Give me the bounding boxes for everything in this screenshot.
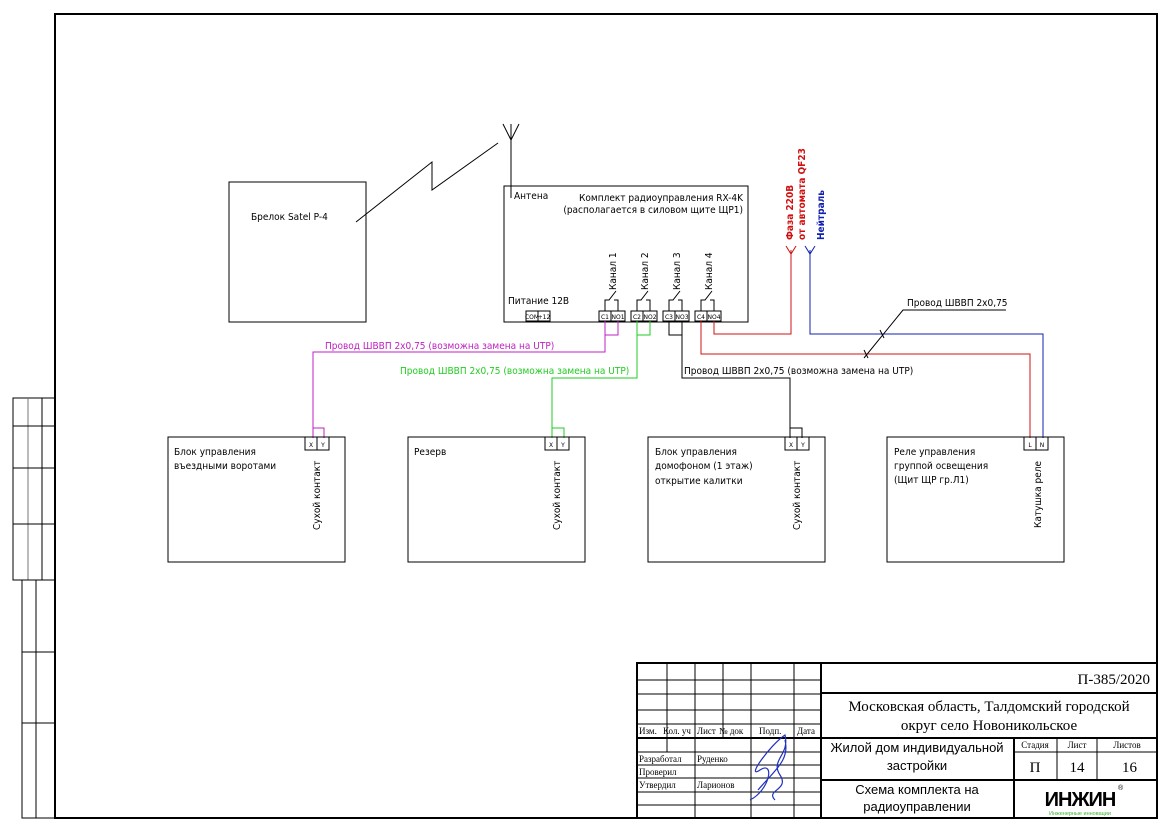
titleblock-sheets: 16 xyxy=(1122,760,1138,776)
channel-1-label: Канал 1 xyxy=(608,252,619,290)
dry-contact-label: Сухой контакт xyxy=(792,461,803,530)
wire-channel-4-label: Провод ШВВП 2х0,75 xyxy=(907,298,1008,309)
title-block: Изм. Кол. уч Лист № док Подп. Дата Разра… xyxy=(636,662,1158,819)
blocks-2-terminals-0: X xyxy=(789,442,793,449)
blocks-3-lines-0: Реле управления xyxy=(894,447,975,458)
blocks-3-terminals-0: L xyxy=(1028,442,1032,449)
block-reserve: X Y Резерв Сухой контакт xyxy=(407,436,586,563)
keyfob-label: Брелок Satel P-4 xyxy=(251,212,328,223)
titleblock-sheet: 14 xyxy=(1070,760,1086,776)
titleblock-object_line1: Жилой дом индивидуальной xyxy=(830,740,1003,755)
titleblock-object_line2: застройки xyxy=(887,758,947,773)
receiver-terminals-5: NO3 xyxy=(675,314,688,321)
titleblock-headers-4: Подп. xyxy=(759,726,781,736)
titleblock-logo-tagline: Инженерные инновации xyxy=(1049,811,1111,817)
titleblock-logo-reg: ® xyxy=(1118,784,1124,792)
blocks-2-terminals-1: Y xyxy=(800,442,805,449)
blocks-2-lines-2: открытие калитки xyxy=(655,476,743,487)
wire-channel-2-label: Провод ШВВП 2х0,75 (возможна замена на U… xyxy=(400,366,629,377)
antenna-icon xyxy=(502,123,520,198)
blocks-3-lines-1: группой освещения xyxy=(894,461,988,472)
receiver-terminals-0: C1 xyxy=(601,314,609,321)
titleblock-sheet_title_line1: Схема комплекта на xyxy=(855,782,979,797)
channel-2-label: Канал 2 xyxy=(640,252,651,290)
blocks-2-lines-0: Блок управления xyxy=(655,447,737,458)
titleblock-location_line2: округ село Новоникольское xyxy=(901,718,1078,734)
receiver-title: Комплект радиоуправления RX-4K xyxy=(579,193,744,204)
titleblock-headers-3: № док xyxy=(719,726,744,736)
receiver-power_terminals-0: COM xyxy=(525,314,539,321)
receiver-terminals-7: NO4 xyxy=(707,314,720,321)
blocks-0-lines-1: въездными воротами xyxy=(174,461,276,472)
relay-contacts xyxy=(604,290,715,311)
wire-channel-1 xyxy=(312,321,619,438)
document-code: П-385/2020 xyxy=(1078,672,1151,688)
receiver-terminals-4: C3 xyxy=(665,314,673,321)
titleblock-location_line1: Московская область, Талдомский городской xyxy=(848,699,1129,715)
receiver-terminals-6: C4 xyxy=(697,314,705,321)
blocks-1-terminals-1: Y xyxy=(560,442,565,449)
blocks-3-lines-2: (Щит ЩР гр.Л1) xyxy=(894,475,969,486)
power-terminals: COM +12 xyxy=(525,310,551,322)
blocks-1-lines-0: Резерв xyxy=(414,447,446,458)
blocks-0-terminals-1: Y xyxy=(320,442,325,449)
titleblock-roles-2-name: Ларионов xyxy=(697,780,734,790)
blocks-0-terminals-0: X xyxy=(309,442,313,449)
drawing-frame xyxy=(54,13,1158,819)
antenna-label: Антена xyxy=(514,191,548,202)
relay-coil-label: Катушка реле xyxy=(1033,461,1044,528)
wire-channel-3-label: Провод ШВВП 2х0,75 (возможна замена на U… xyxy=(684,366,913,377)
keyfob-block: Брелок Satel P-4 xyxy=(228,181,367,323)
blocks-3-terminals-1: N xyxy=(1040,442,1045,449)
receiver-terminals-2: C2 xyxy=(633,314,641,321)
neutral-label: Нейтраль xyxy=(816,190,827,240)
blocks-2-lines-1: домофоном (1 этаж) xyxy=(655,461,753,472)
phase-label-1: Фаза 220В xyxy=(785,185,796,240)
titleblock-logo-text: ИНЖИН xyxy=(1045,789,1116,811)
phase-label-2: от автомата QF23 xyxy=(797,148,808,240)
titleblock-roles-2-role: Утвердил xyxy=(639,780,676,790)
wire-channel-3 xyxy=(668,321,803,438)
titleblock-roles-1-role: Проверил xyxy=(639,767,677,777)
channel-3-label: Канал 3 xyxy=(672,252,683,290)
left-margin-stamp xyxy=(12,397,56,819)
receiver-terminals-3: NO2 xyxy=(643,314,656,321)
titleblock-roles-0-role: Разработал xyxy=(639,754,682,764)
titleblock-headers-5: Дата xyxy=(797,726,815,736)
titleblock-headers-2: Лист xyxy=(697,726,716,736)
signature xyxy=(749,734,787,801)
blocks-0-lines-0: Блок управления xyxy=(174,447,256,458)
titleblock-headers-1: Кол. уч xyxy=(663,726,691,736)
receiver-subtitle: (располагается в силовом щите ЩР1) xyxy=(563,205,743,216)
cable-leader xyxy=(863,309,1006,359)
titleblock-roles-0-name: Руденко xyxy=(697,754,728,764)
power-label: Питание 12В xyxy=(508,296,569,307)
titleblock-headers-0: Изм. xyxy=(639,726,657,736)
radio-link-symbol xyxy=(355,142,499,223)
channel-4-label: Канал 4 xyxy=(704,252,715,290)
titleblock-sheet_title_line2: радиоуправлении xyxy=(863,799,971,814)
block-lighting-relay: L N Реле управления группой освещения (Щ… xyxy=(886,436,1065,563)
dry-contact-label: Сухой контакт xyxy=(312,461,323,530)
block-gate-control: X Y Блок управления въездными воротами С… xyxy=(167,436,346,563)
dry-contact-label: Сухой контакт xyxy=(552,461,563,530)
receiver-block: Антена Комплект радиоуправления RX-4K (р… xyxy=(503,185,749,323)
receiver-power_terminals-1: +12 xyxy=(538,314,551,321)
block-intercom-control: X Y Блок управления домофоном (1 этаж) о… xyxy=(647,436,826,563)
titleblock-sheet_label: Лист xyxy=(1068,740,1087,750)
wire-neutral xyxy=(804,245,1044,438)
receiver-terminals-1: NO1 xyxy=(611,314,624,321)
company-logo: ИНЖИН Инженерные инновации ® xyxy=(1045,784,1124,817)
wire-channel-2 xyxy=(551,321,651,438)
channel-terminals: C1 NO1 C2 NO2 C3 NO3 C4 NO4 xyxy=(598,310,722,322)
blocks-1-terminals-0: X xyxy=(549,442,553,449)
titleblock-sheets_label: Листов xyxy=(1113,740,1140,750)
titleblock-stage: П xyxy=(1030,760,1041,776)
wire-channel-1-label: Провод ШВВП 2х0,75 (возможна замена на U… xyxy=(325,341,554,352)
titleblock-stage_label: Стадия xyxy=(1021,740,1048,750)
wire-phase xyxy=(700,245,1031,438)
